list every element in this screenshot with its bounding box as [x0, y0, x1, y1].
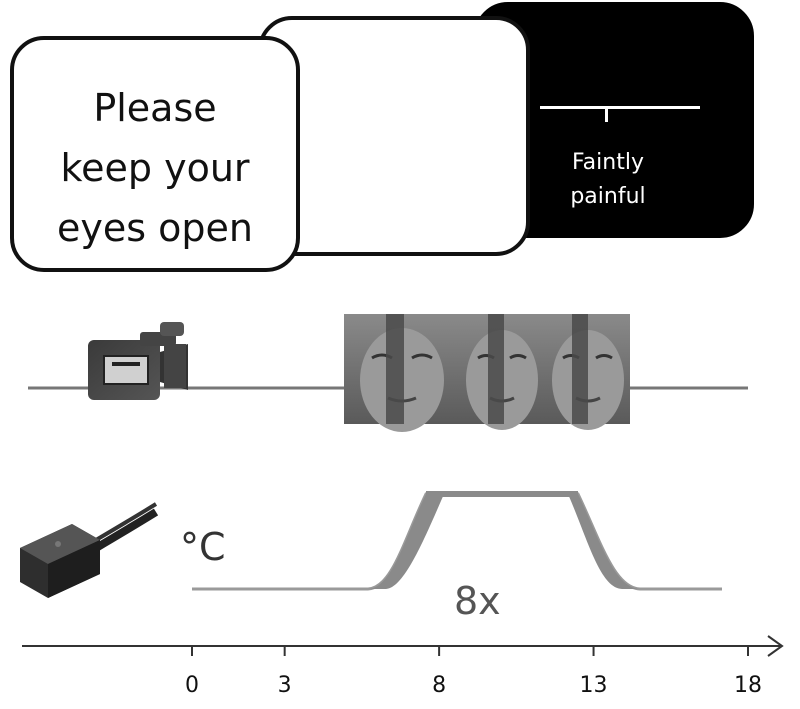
temperature-curve: [192, 492, 722, 591]
video-frames: [344, 314, 630, 432]
time-axis: 0 3 8 13 18: [22, 635, 784, 698]
instruction-line-2: keep your: [60, 146, 250, 190]
time-axis-tick-label-8: 8: [432, 673, 446, 698]
rating-label: Faintly painful: [538, 146, 678, 214]
instruction-line-1: Please: [93, 86, 217, 130]
blank-screen: [258, 16, 530, 256]
instruction-screen: Please keep your eyes open: [10, 36, 300, 272]
temperature-curve-band: [368, 494, 640, 589]
temperature-unit-label: °C: [180, 525, 226, 569]
time-axis-tick-label-18: 18: [734, 673, 762, 698]
time-axis-arrow: [767, 635, 784, 657]
rating-scale-tick: [605, 106, 608, 122]
instruction-line-3: eyes open: [57, 206, 253, 250]
video-frame-1: [344, 314, 460, 432]
time-axis-tick-label-0: 0: [185, 673, 199, 698]
instruction-text: Please keep your eyes open: [14, 78, 296, 258]
video-frame-2: [460, 314, 544, 430]
video-camera-icon: [88, 322, 188, 400]
video-frame-3: [544, 314, 630, 430]
rating-label-line-2: painful: [570, 184, 646, 209]
rating-scale-line: [540, 106, 700, 109]
repeat-label: 8x: [454, 579, 501, 623]
time-axis-tick-label-3: 3: [278, 673, 292, 698]
time-axis-tick-label-13: 13: [580, 673, 608, 698]
rating-label-line-1: Faintly: [572, 150, 644, 175]
temperature-plateau: [426, 491, 578, 497]
thermode-icon: [20, 502, 159, 598]
time-axis-ticks: 0 3 8 13 18: [185, 646, 762, 698]
